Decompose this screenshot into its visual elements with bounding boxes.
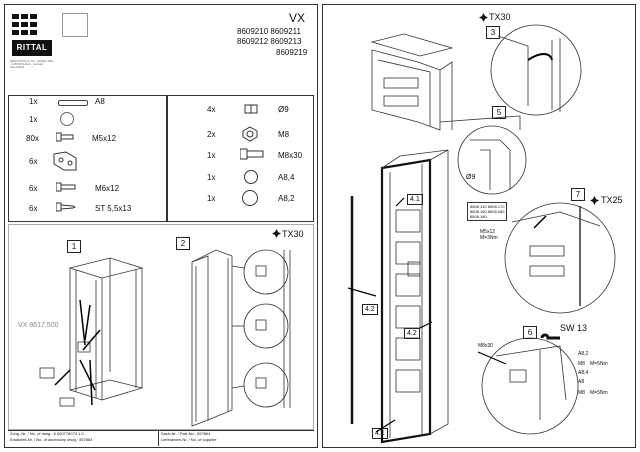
torque-label: M=3Nm xyxy=(480,235,498,241)
part-qty: 1x xyxy=(207,194,216,203)
part-qty: 6x xyxy=(29,184,38,193)
parts-list-left xyxy=(8,95,167,222)
part-name: A8,2 xyxy=(278,194,295,203)
part-name: M8 xyxy=(278,130,290,139)
footer-drawing-no: Zchg.-Nr. / No. of drwg.: 6.000776073.1.… xyxy=(10,431,84,436)
steps-1-2-drawing xyxy=(39,249,291,427)
part-qty: 1x xyxy=(207,173,216,182)
footer-supplier-no: Lieferanten-Nr. / No. of supplier xyxy=(161,437,217,442)
nut-label: M8 xyxy=(578,390,585,396)
right-page xyxy=(322,4,636,448)
washer-label: A8,2 xyxy=(578,351,589,357)
ref-line: 8608.160 8608.080 xyxy=(470,209,505,214)
tool-label: TX30 xyxy=(282,229,304,239)
screw-icon xyxy=(56,132,74,142)
part-name: M8x30 xyxy=(278,151,303,160)
brand-name: RITTAL xyxy=(16,43,48,52)
brand-address: Rittal GmbH & Co. KG · Postfach 1662 · D… xyxy=(10,60,54,69)
accessory-label: VX 8617.500 xyxy=(18,322,59,329)
parts-list-right xyxy=(167,95,314,222)
ref-label: 4.1 xyxy=(372,428,388,439)
part-qty: 4x xyxy=(207,105,216,114)
step-number: 6 xyxy=(523,326,537,339)
part-name: ST 5,5x13 xyxy=(95,204,132,213)
tool-label: TX25 xyxy=(601,195,623,205)
footer-divider xyxy=(158,430,159,446)
part-numbers-2: 8609212 8609213 xyxy=(237,37,302,46)
step-number: 2 xyxy=(176,237,190,250)
nut-label: M8 xyxy=(578,361,585,367)
cap-icon xyxy=(60,112,74,126)
nut-icon xyxy=(242,126,258,142)
rittal-logo: RITTAL xyxy=(12,40,52,56)
footer-part-no: Sach-Nr. / Part-No.: 557864 xyxy=(161,431,211,436)
washer-icon xyxy=(244,104,258,114)
part-qty: 1x xyxy=(29,97,38,106)
part-name: M5x12 xyxy=(92,134,117,143)
washer-label: A8,4 xyxy=(578,370,589,376)
rittal-logo-grid-icon xyxy=(12,14,38,36)
tool-label: TX30 xyxy=(489,12,511,22)
steps-1-2-area xyxy=(8,224,314,430)
step-number: 5 xyxy=(492,106,506,119)
part-qty: 80x xyxy=(26,134,39,143)
part-name: A8,4 xyxy=(278,173,295,182)
step-number: 1 xyxy=(67,240,81,253)
part-numbers-3: 8609219 xyxy=(276,48,308,57)
ref-label: 4.1 xyxy=(407,194,423,205)
part-name: M6x12 xyxy=(95,184,120,193)
spring-washer-icon xyxy=(242,190,258,206)
part-qty: 6x xyxy=(29,157,38,166)
part-qty: 1x xyxy=(207,151,216,160)
torx-icon xyxy=(590,196,599,205)
part-name: A8 xyxy=(95,97,105,106)
wrench-icon xyxy=(540,332,562,344)
self-tapping-screw-icon xyxy=(56,202,76,212)
screw-label: M5x12 xyxy=(480,229,496,235)
left-page xyxy=(4,4,318,448)
washer-strip-icon xyxy=(58,100,88,106)
ref-line: 8608.180 xyxy=(470,214,487,219)
info-box xyxy=(62,13,88,37)
bolt-icon xyxy=(240,148,264,160)
accessory-refs: 8608.140 8608.170 8608.160 8608.080 8608… xyxy=(467,202,508,221)
ref-label: 4.2 xyxy=(362,304,378,315)
bracket-icon xyxy=(52,150,78,172)
washer-icon xyxy=(244,170,258,184)
part-numbers-1: 8609210 8609211 xyxy=(237,27,301,36)
washer-label: A8 xyxy=(578,379,585,385)
part-name: Ø9 xyxy=(278,105,289,114)
torx-icon xyxy=(479,13,488,22)
part-qty: 1x xyxy=(29,115,38,124)
step-number: 3 xyxy=(486,26,500,39)
ref-line: 8608.140 8608.170 xyxy=(470,204,505,209)
footer-left xyxy=(8,430,314,447)
screw-icon xyxy=(56,182,76,192)
torque-label: M=5Nm xyxy=(590,361,608,367)
torx-icon xyxy=(272,229,281,238)
ref-label: 4.2 xyxy=(404,328,420,339)
torque-label: M=5Nm xyxy=(590,390,608,396)
tool-label: SW 13 xyxy=(560,323,588,333)
product-name: VX xyxy=(289,11,306,25)
part-qty: 2x xyxy=(207,130,216,139)
hole-label: Ø9 xyxy=(466,174,476,181)
step-number: 7 xyxy=(571,188,585,201)
footer-accessory-no: Ersatzteil-Nr. / No. of accessory drwg.:… xyxy=(10,437,93,442)
part-qty: 6x xyxy=(29,204,38,213)
bolt-label: M8x30 xyxy=(478,343,494,349)
